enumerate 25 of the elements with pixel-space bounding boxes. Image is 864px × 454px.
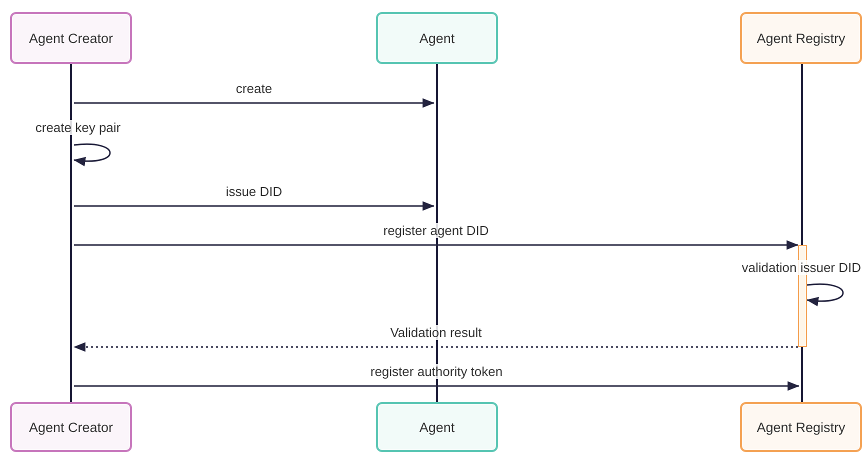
message-arrow	[74, 98, 435, 108]
message-label: register agent DID	[382, 223, 490, 238]
participant-name: Agent Registry	[756, 30, 846, 46]
participant-box	[740, 12, 862, 64]
message-arrow	[74, 201, 435, 211]
participant-name: Agent Creator	[28, 30, 114, 46]
message-arrow	[73, 342, 798, 352]
self-message-arrow	[73, 143, 110, 166]
message-arrow	[74, 381, 800, 391]
self-message-arrow	[806, 283, 844, 306]
message-label: create key pair	[34, 120, 122, 135]
participant-box	[10, 402, 132, 452]
message-label: issue DID	[224, 184, 284, 199]
participant-box	[740, 402, 862, 452]
participant-name: Agent	[419, 30, 455, 46]
participant-box	[376, 12, 498, 64]
message-arrow	[74, 240, 799, 250]
participant-box	[376, 402, 498, 452]
participant-name: Agent	[419, 420, 455, 434]
participant-name: Agent Creator	[28, 420, 114, 434]
participant-name: Agent Registry	[756, 420, 846, 434]
message-label: register authority token	[369, 364, 504, 379]
message-label: Validation result	[389, 325, 483, 340]
message-label: validation issuer DID	[740, 260, 862, 275]
participant-box	[10, 12, 132, 64]
